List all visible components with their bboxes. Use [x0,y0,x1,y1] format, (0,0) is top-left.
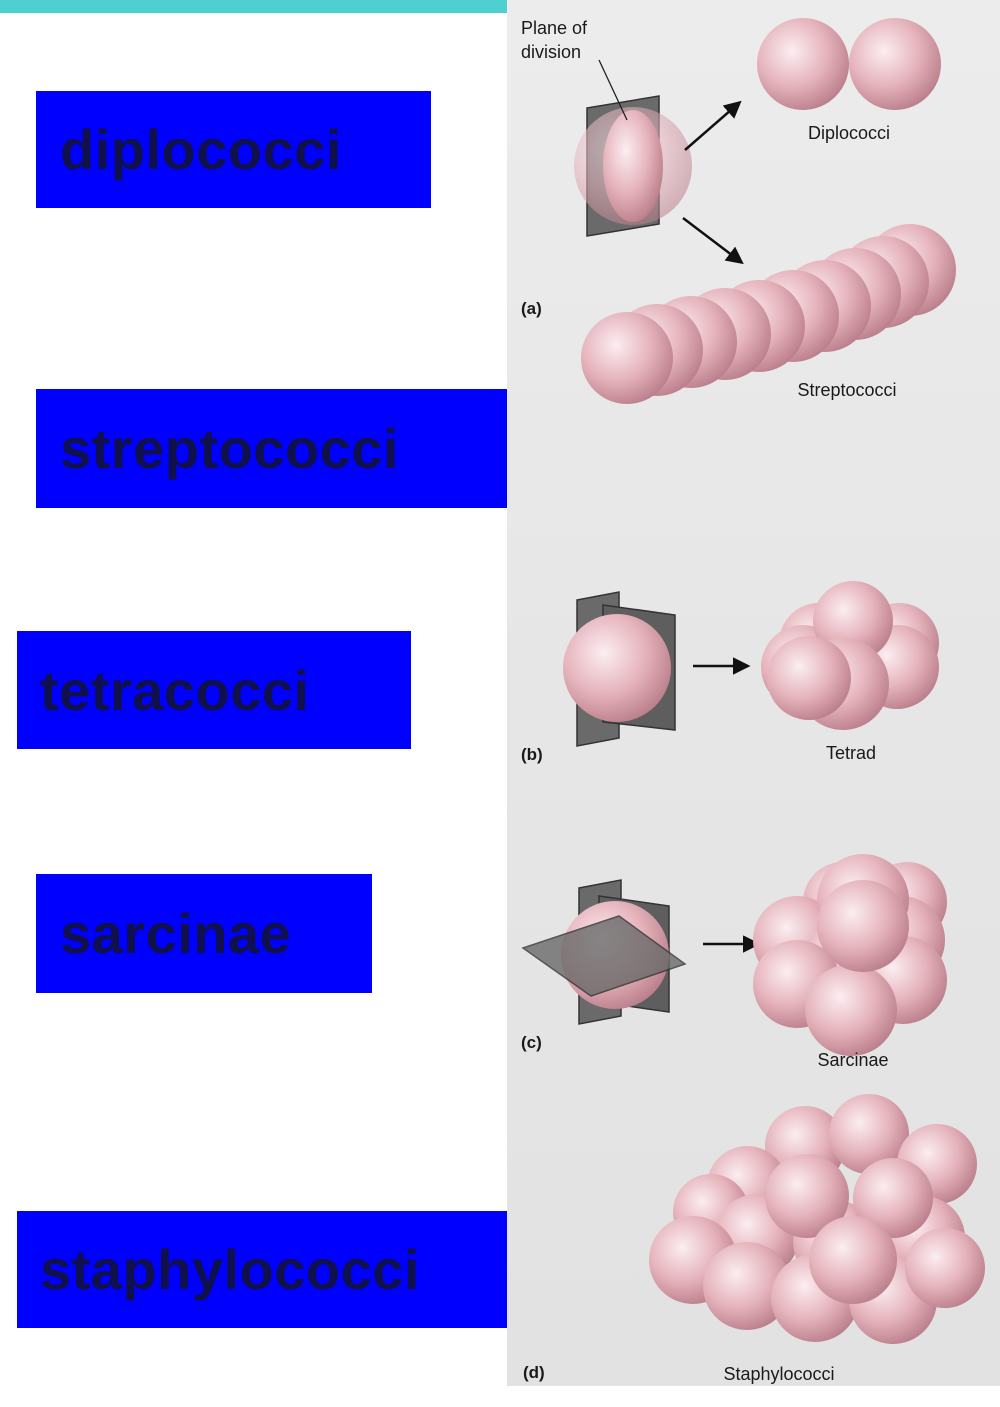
tetracocci-label-box: tetracocci [17,631,411,749]
diplococci-illustration [757,18,941,110]
panel-b-division [563,591,751,747]
diplococci-label: diplococci [60,118,342,181]
coccus-cell [767,636,851,720]
coccus-cell [805,964,897,1056]
top-accent-bar [0,0,507,13]
sarcinae-caption: Sarcinae [817,1050,888,1070]
coccus-cell [581,312,673,404]
plane-of-label-line2: division [521,42,581,62]
streptococci-caption: Streptococci [797,380,896,400]
panel-c-letter: (c) [521,1033,542,1052]
coccus-cell [853,1158,933,1238]
tetrad-caption: Tetrad [826,743,876,763]
streptococci-label: streptococci [60,417,399,480]
staphylococci-label-box: staphylococci [17,1211,507,1328]
sarcinae-label-box: sarcinae [36,874,372,993]
coccus-arrangements-figure: Plane of division (a) Diplococci Strepto… [507,0,1000,1386]
coccus-cell [849,18,941,110]
coccus-cell [817,880,909,972]
coccus-cell [829,1094,909,1174]
sarcinae-illustration [753,854,947,1056]
coccus-cell [757,18,849,110]
staphylococci-label: staphylococci [40,1238,420,1301]
tetrad-illustration [761,581,939,730]
streptococci-illustration [581,224,956,404]
coccus-cell [765,1154,849,1238]
panel-b-letter: (b) [521,745,543,764]
streptococci-label-box: streptococci [36,389,507,508]
panel-d-letter: (d) [523,1363,545,1382]
staphylococci-illustration [649,1094,985,1344]
coccus-cell [905,1228,985,1308]
diplococci-label-box: diplococci [36,91,431,208]
tetracocci-label: tetracocci [40,658,310,722]
diplococci-caption: Diplococci [808,123,890,143]
staphylococci-caption: Staphylococci [723,1364,834,1384]
panel-c-division [521,879,761,1025]
coccus-cell [703,1242,791,1330]
plane-of-label-line1: Plane of [521,18,588,38]
sarcinae-label: sarcinae [60,902,292,965]
panel-a-division [574,59,744,265]
panel-a-letter: (a) [521,299,542,318]
coccus-cell [809,1216,897,1304]
